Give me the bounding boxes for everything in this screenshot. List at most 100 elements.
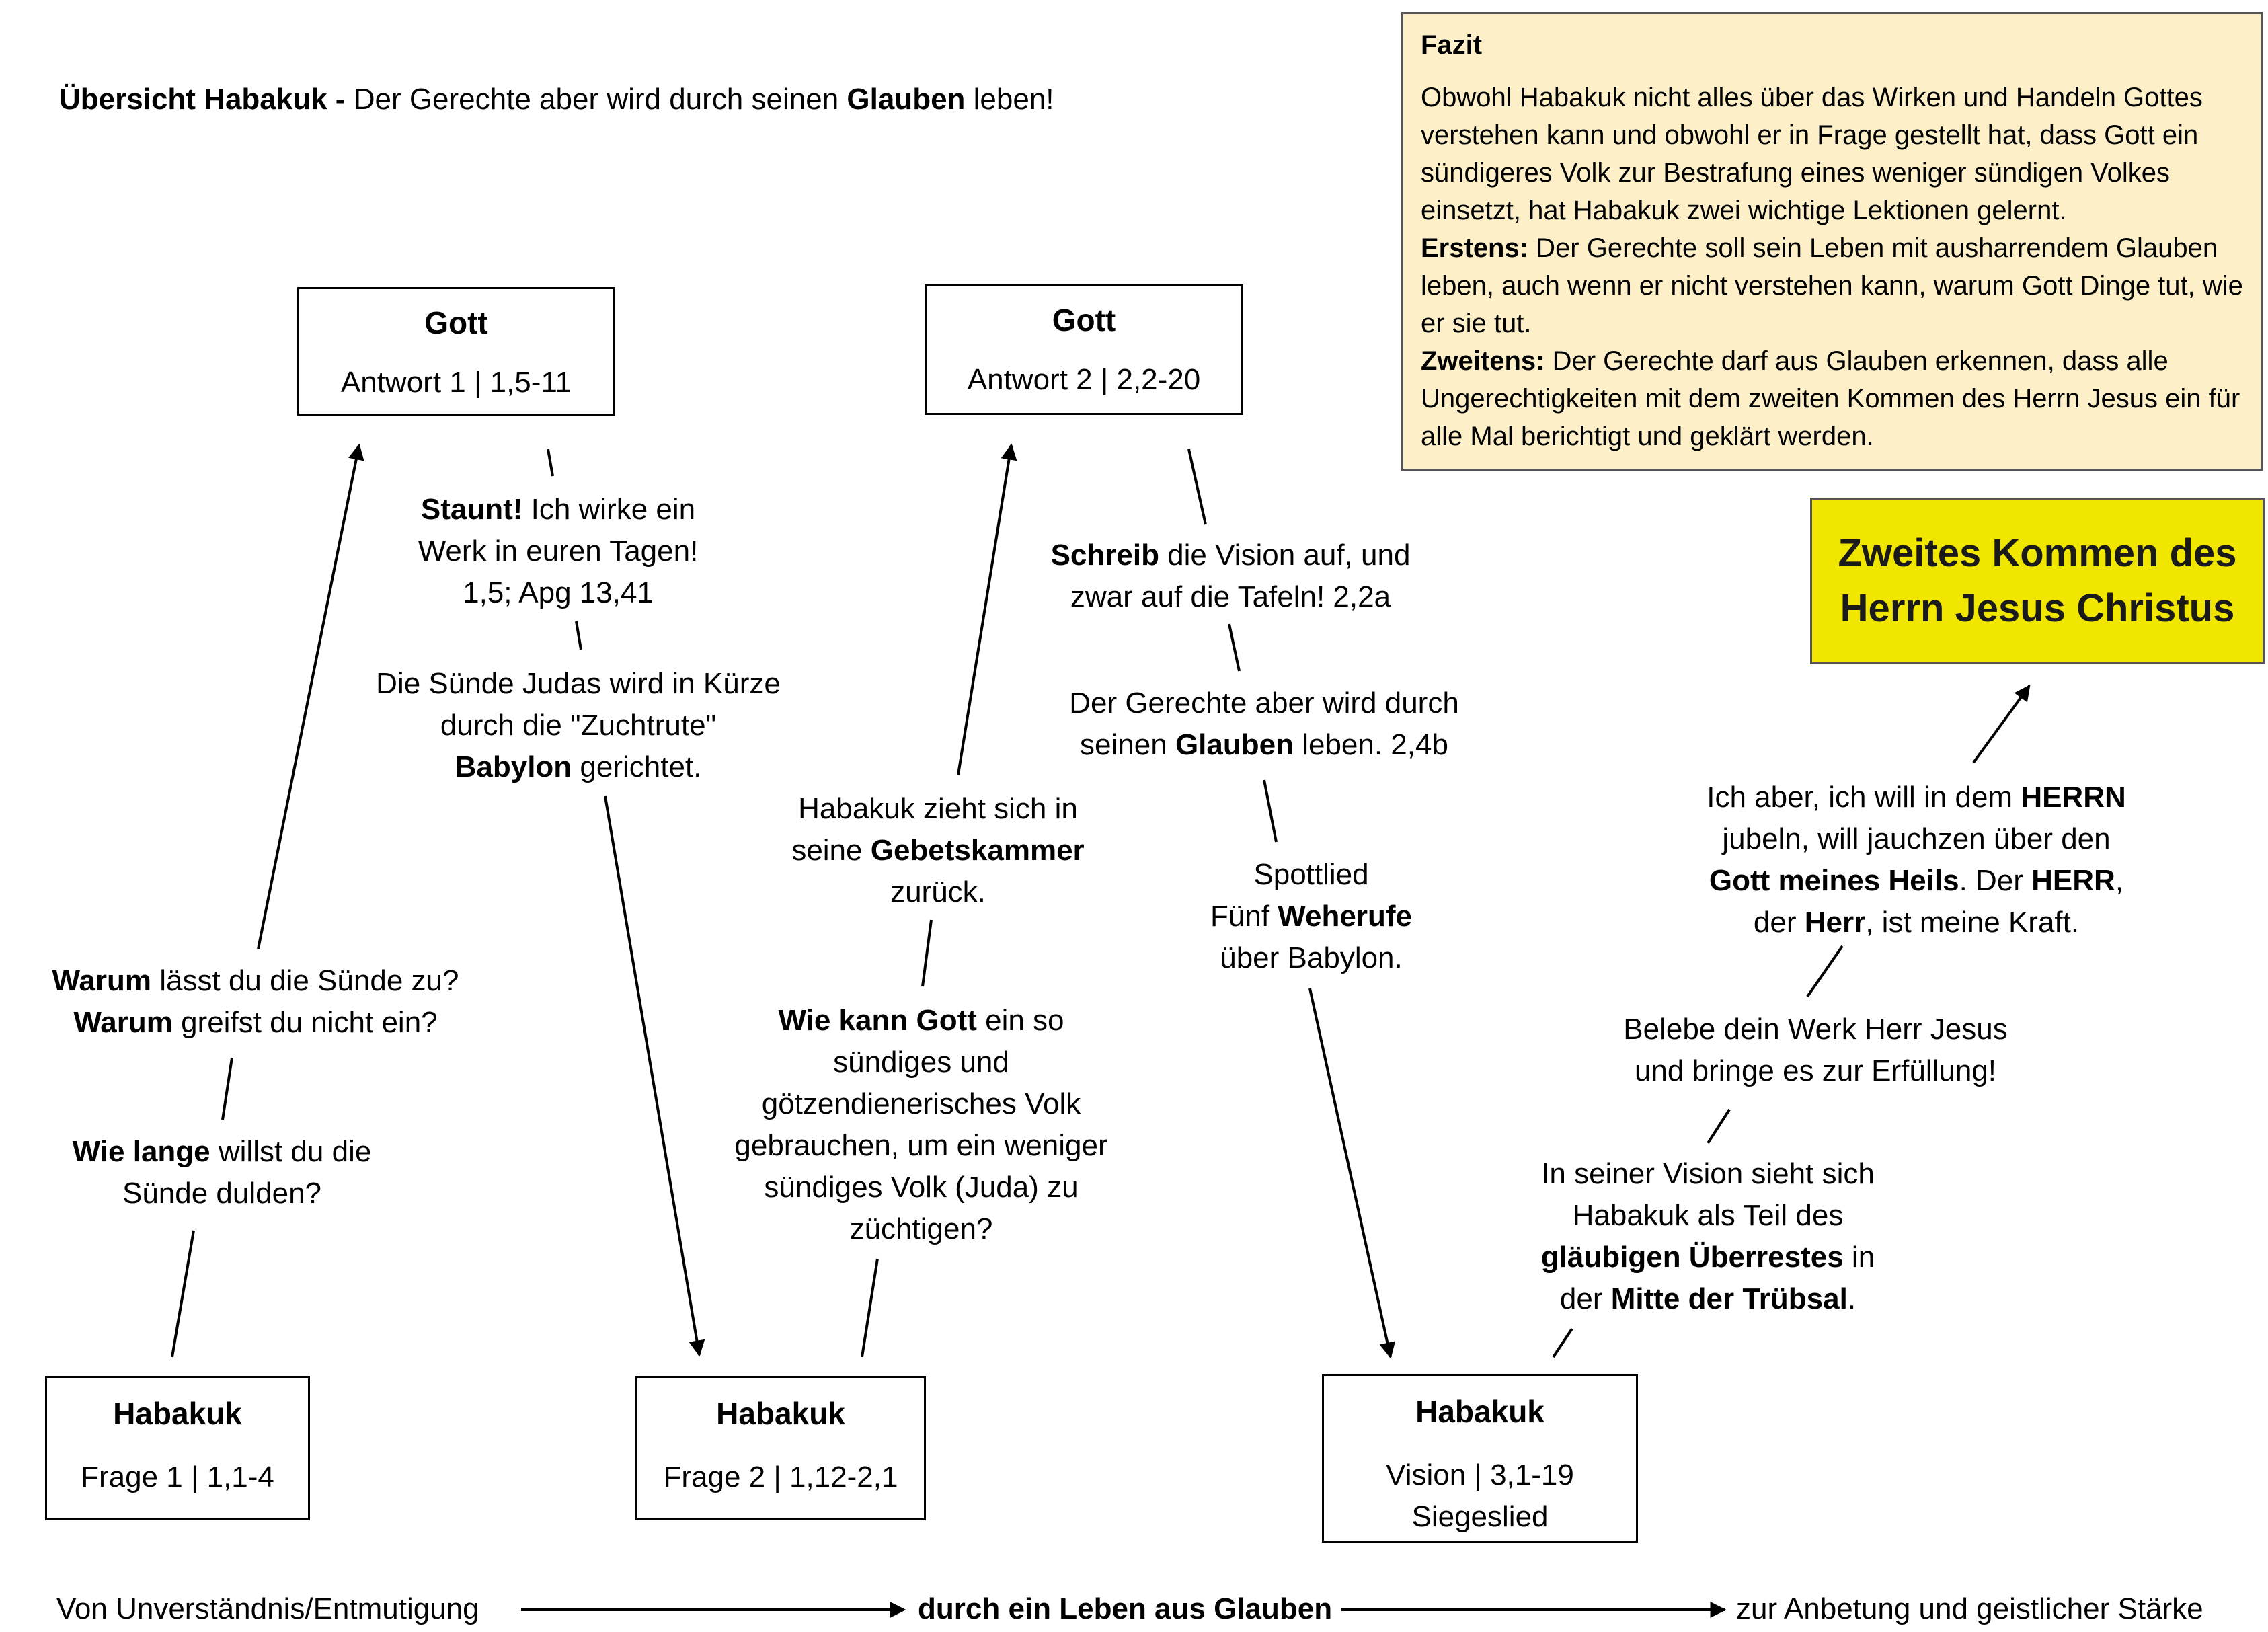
wiekann2: sündiges und (833, 1046, 1009, 1079)
page-title: Übersicht Habakuk - Der Gerechte aber wi… (59, 79, 1054, 120)
flow-left: Von Unverständnis/Entmutigung (56, 1592, 479, 1625)
fazit-p2-label: Erstens: (1421, 233, 1529, 263)
fazit-p2-text: Der Gerechte soll sein Leben mit ausharr… (1421, 233, 2243, 338)
text-schreib: Schreib die Vision auf, und zwar auf die… (1009, 535, 1452, 618)
fazit-heading: Fazit (1421, 30, 1483, 60)
title-text: Der Gerechte aber wird durch seinen (345, 83, 847, 116)
suende1: Die Sünde Judas wird in Kürze (376, 667, 781, 700)
line-gott1-staunt (547, 449, 554, 477)
line-belebe-ich (1806, 945, 1844, 998)
line-wielange-warum (221, 1057, 233, 1120)
fazit-p3-label: Zweitens: (1421, 346, 1545, 376)
line-hab1-wielange (171, 1230, 195, 1358)
box-hab1-title: Habakuk (113, 1396, 242, 1431)
arrow-ich-kommen (1972, 685, 2031, 764)
box-habakuk-frage1: Habakuk Frage 1 | 1,1-4 (45, 1376, 310, 1520)
arrow-warum-gott1 (257, 443, 364, 949)
warum2: greifst du nicht ein? (172, 1006, 438, 1039)
title-glauben: Glauben (847, 83, 966, 116)
vision4: . (1847, 1282, 1856, 1315)
ich4a: der (1753, 906, 1805, 939)
box-gott-antwort2: Gott Antwort 2 | 2,2-20 (925, 284, 1243, 415)
box-hab3-title: Habakuk (1415, 1394, 1544, 1429)
arrow-spott-hab3 (1308, 988, 1396, 1359)
box-hab2-sub: Frage 2 | 1,12-2,1 (663, 1461, 898, 1493)
ich1a: Ich aber, ich will in dem (1707, 781, 2021, 814)
box-gott-antwort1: Gott Antwort 1 | 1,5-11 (297, 287, 615, 416)
kommen-line1: Zweites Kommen des (1838, 531, 2237, 575)
vision3: in (1843, 1241, 1875, 1274)
ich2: jubeln, will jauchzen über den (1722, 822, 2111, 855)
box-hab1-sub: Frage 1 | 1,1-4 (81, 1461, 274, 1493)
arrow-gebet-gott2 (957, 443, 1017, 775)
staunt3: 1,5; Apg 13,41 (463, 576, 654, 609)
wielange1: willst du die (210, 1135, 372, 1168)
box-hab3-sub: Vision | 3,1-19 (1386, 1459, 1574, 1491)
wiekann-bold: Wie kann Gott (778, 1004, 977, 1037)
text-warum: Warum lässt du die Sünde zu? Warum greif… (20, 960, 491, 1044)
vision1: In seiner Vision sieht sich (1541, 1157, 1875, 1190)
vision2: Habakuk als Teil des (1572, 1199, 1844, 1232)
box-hab3-sub2: Siegeslied (1411, 1500, 1549, 1533)
fazit-p3: Zweitens: Der Gerechte darf aus Glauben … (1421, 342, 2243, 455)
ich1-bold: HERRN (2021, 781, 2126, 814)
ich3-bold2: HERR (2031, 864, 2115, 897)
ich3-bold: Gott meines Heils (1709, 864, 1959, 897)
gerechte2-bold: Glauben (1175, 728, 1294, 761)
suende3: gerichtet. (572, 750, 702, 783)
wiekann3: götzendienerisches Volk (761, 1087, 1081, 1120)
gebet2-bold: Gebetskammer (870, 834, 1085, 867)
gerechte2a: seinen (1080, 728, 1175, 761)
arrow-suende-hab2 (604, 795, 705, 1357)
line-schreib-gerechte (1228, 623, 1241, 672)
gebet3: zurück. (890, 876, 986, 908)
box-gott1-sub: Antwort 1 | 1,5-11 (340, 366, 572, 399)
gebet2a: seine (791, 834, 871, 867)
gerechte2: leben. 2,4b (1293, 728, 1448, 761)
vision4-bold: Mitte der Trübsal (1610, 1282, 1848, 1315)
box-gott1-title: Gott (424, 305, 488, 340)
schreib1: die Vision auf, und (1159, 539, 1411, 572)
vision4a: der (1559, 1282, 1611, 1315)
kommen-line2: Herrn Jesus Christus (1840, 586, 2235, 630)
wielange-bold: Wie lange (72, 1135, 210, 1168)
spott1: Spottlied (1253, 858, 1369, 891)
line-hab2-wiekann (861, 1258, 879, 1358)
wiekann6: züchtigen? (849, 1212, 993, 1245)
fazit-p2: Erstens: Der Gerechte soll sein Leben mi… (1421, 229, 2243, 342)
ich4-bold: Herr (1804, 906, 1866, 939)
text-suende-judas: Die Sünde Judas wird in Kürze durch die … (336, 663, 820, 788)
staunt-bold: Staunt! (420, 493, 523, 526)
box-gott2-title: Gott (1052, 303, 1116, 338)
fazit-p1: Obwohl Habakuk nicht alles über das Wirk… (1421, 83, 2203, 225)
box-habakuk-vision: Habakuk Vision | 3,1-19 Siegeslied (1322, 1374, 1638, 1543)
title-bold: Übersicht Habakuk - (59, 83, 346, 116)
belebe1: Belebe dein Werk Herr Jesus (1623, 1013, 2008, 1046)
ich4: , ist meine Kraft. (1865, 906, 2080, 939)
staunt1: Ich wirke ein (522, 493, 696, 526)
line-gott2-schreib (1187, 449, 1207, 525)
warum1-bold: Warum (52, 964, 152, 997)
title-end: leben! (965, 83, 1054, 116)
text-vision: In seiner Vision sieht sich Habakuk als … (1479, 1153, 1937, 1320)
line-hab3-vision (1552, 1327, 1573, 1358)
spott3: über Babylon. (1220, 941, 1403, 974)
suende3-bold: Babylon (455, 750, 572, 783)
text-ich-aber: Ich aber, ich will in dem HERRN jubeln, … (1681, 777, 2152, 943)
spott2-bold: Weherufe (1278, 900, 1412, 933)
fazit-p3-text: Der Gerechte darf aus Glauben erkennen, … (1421, 346, 2240, 451)
text-belebe: Belebe dein Werk Herr Jesus und bringe e… (1567, 1009, 2064, 1092)
flow-middle: durch ein Leben aus Glauben (918, 1592, 1333, 1625)
ich3c: , (2115, 864, 2124, 897)
gerechte1: Der Gerechte aber wird durch (1069, 687, 1459, 720)
suende2: durch die "Zuchtrute" (440, 709, 717, 742)
ich3a: . Der (1959, 864, 2032, 897)
box-gott2-sub: Antwort 2 | 2,2-20 (967, 363, 1201, 396)
wiekann5: sündiges Volk (Juda) zu (764, 1171, 1079, 1204)
line-vision-belebe (1707, 1108, 1731, 1144)
text-spottlied: Spottlied Fünf Weherufe über Babylon. (1109, 854, 1513, 979)
text-wie-lange: Wie lange willst du die Sünde dulden? (20, 1131, 424, 1214)
wiekann4: gebrauchen, um ein weniger (734, 1129, 1108, 1162)
spott2a: Fünf (1210, 900, 1278, 933)
